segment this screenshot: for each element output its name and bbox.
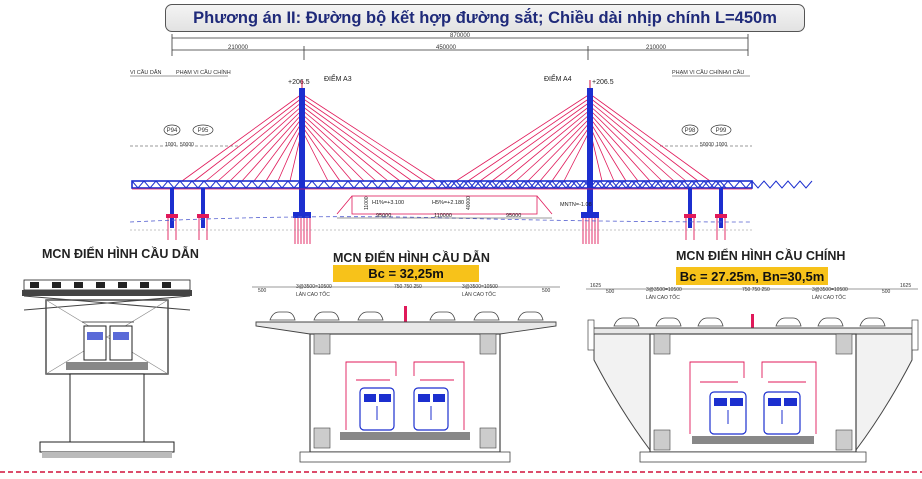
right-lane-left: LÀN CAO TỐC bbox=[646, 294, 680, 301]
mid-trains bbox=[359, 387, 449, 431]
stay-cables bbox=[181, 93, 711, 182]
scope-left-a: VI CẦU DẪN bbox=[130, 69, 162, 76]
page-title: Phương án II: Đường bộ kết hợp đường sắt… bbox=[165, 4, 805, 32]
pylon-right-height: +206.5 bbox=[592, 79, 614, 86]
water-h5: H5%=+2.180 bbox=[432, 200, 464, 206]
section-left-label: MCN ĐIỂN HÌNH CẦU DẪN bbox=[42, 247, 199, 261]
mid-dim-b: 3@3500=10500 bbox=[296, 284, 332, 290]
truss-deck bbox=[131, 180, 813, 190]
scope-right-b: VI CẦU bbox=[726, 69, 744, 76]
pile-groups bbox=[167, 218, 726, 244]
right-dim-b: 500 bbox=[606, 289, 615, 295]
pylon-right-name: ĐIỂM A4 bbox=[544, 74, 572, 83]
pier-p98-label: P98 bbox=[685, 128, 696, 134]
span-left-1: 1000 bbox=[165, 142, 176, 148]
nav-span-1: 95000 bbox=[376, 213, 391, 219]
right-dim-e: 3@3500=10500 bbox=[812, 287, 848, 293]
pier-p95-label: P95 bbox=[198, 128, 209, 134]
dim-side-right: 210000 bbox=[646, 45, 667, 51]
scope-right-a: PHẠM VI CẦU CHÍNH bbox=[672, 69, 727, 76]
nav-span-2: 110000 bbox=[434, 213, 452, 219]
right-dim-c: 3@3500=10500 bbox=[646, 287, 682, 293]
span-right-1: 50000 bbox=[700, 142, 714, 148]
right-lane-right: LÀN CAO TỐC bbox=[812, 294, 846, 301]
dim-total: 870000 bbox=[450, 33, 471, 39]
section-right-bc-badge: Bc = 27.25m, Bn=30,5m bbox=[676, 267, 828, 285]
span-right-2: 1000 bbox=[716, 142, 727, 148]
clearance-v1: 11000 bbox=[364, 196, 370, 210]
pylon-left-height: +206.5 bbox=[288, 79, 310, 86]
right-dim-g: 1625 bbox=[900, 283, 911, 289]
pylon-left bbox=[299, 88, 305, 214]
scope-left-b: PHẠM VI CẦU CHÍNH bbox=[176, 69, 231, 76]
section-mid-label: MCN ĐIỂN HÌNH CẦU DẪN bbox=[333, 251, 490, 265]
section-right-drawing: 1625 500 3@3500=10500 750 750 250 3@3500… bbox=[586, 283, 919, 463]
mid-dim-e: 500 bbox=[542, 288, 551, 294]
mid-dim-d: 3@3500=10500 bbox=[462, 284, 498, 290]
section-mid-bc-badge: Bc = 32,25m bbox=[333, 265, 479, 282]
right-dim-a: 1625 bbox=[590, 283, 601, 289]
nav-span-3: 95000 bbox=[506, 213, 521, 219]
span-left-2: 50000 bbox=[180, 142, 194, 148]
section-right-label: MCN ĐIỂN HÌNH CẦU CHÍNH bbox=[676, 249, 846, 263]
water-h1: H1%=+3.100 bbox=[372, 200, 404, 206]
right-dim-f: 500 bbox=[882, 289, 891, 295]
pier-p94-label: P94 bbox=[167, 128, 178, 134]
mid-lane-right: LÀN CAO TỐC bbox=[462, 291, 496, 298]
mid-lane-left: LÀN CAO TỐC bbox=[296, 291, 330, 298]
section-left-drawing bbox=[22, 279, 192, 458]
mid-dim-a: 500 bbox=[258, 288, 267, 294]
water-mnn: MNTN=-1.08 bbox=[560, 202, 592, 208]
elevation-view: 870000 210000 450000 210000 VI CẦU DẪN P… bbox=[129, 33, 813, 244]
right-trains bbox=[709, 391, 801, 435]
pier-p99-label: P99 bbox=[716, 128, 727, 134]
dim-side-left: 210000 bbox=[228, 45, 249, 51]
mid-dim-c: 750 750 250 bbox=[394, 284, 422, 290]
navigation-clearance: H1%=+3.100 H5%=+2.180 MNTN=-1.08 11000 4… bbox=[336, 195, 592, 219]
side-piers bbox=[166, 188, 727, 228]
pylon-right bbox=[587, 88, 593, 214]
pylon-left-name: ĐIỂM A3 bbox=[324, 74, 352, 83]
right-dim-d: 750 750 250 bbox=[742, 287, 770, 293]
clearance-v2: 40000 bbox=[466, 196, 472, 210]
section-mid-drawing: 500 3@3500=10500 750 750 250 3@3500=1050… bbox=[252, 284, 560, 463]
dim-main-span: 450000 bbox=[436, 45, 457, 51]
